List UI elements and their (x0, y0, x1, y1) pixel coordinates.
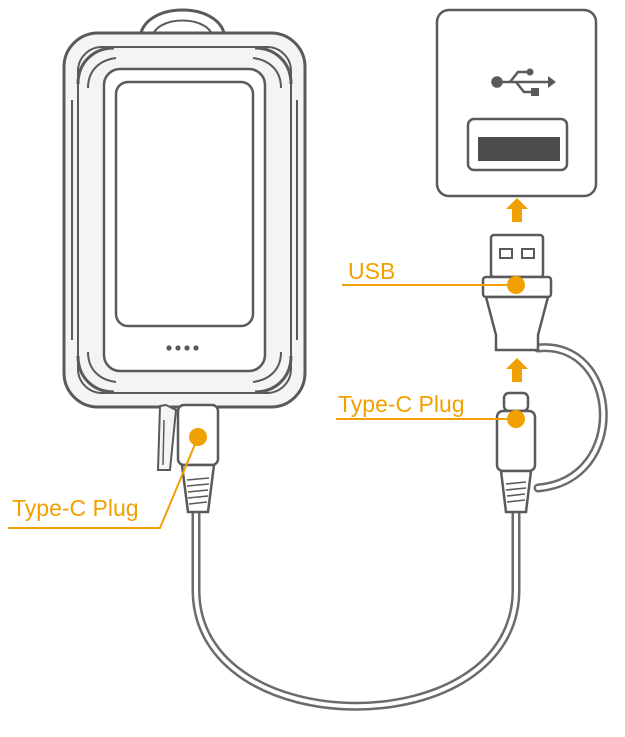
callout-usb: USB (342, 258, 525, 294)
callout-type-c-plug-device: Type-C Plug (8, 428, 207, 529)
cable-main-core (194, 510, 518, 709)
type-c-plug-device (176, 403, 220, 514)
plug-strain-relief (180, 463, 216, 514)
adapter-body (484, 295, 550, 352)
usb-a-connector (489, 233, 545, 279)
indicator-led (184, 345, 190, 351)
type-c-tip (502, 391, 530, 413)
port-flap (156, 403, 178, 471)
battery-indicator-leds (166, 345, 199, 351)
bumper-corner-top-right-inner (252, 57, 282, 89)
callout-leader-line (8, 436, 199, 529)
lanyard-loop (138, 8, 227, 41)
bumper-corner-bottom-left (76, 355, 115, 394)
bumper-corner-top-left (76, 46, 115, 85)
indicator-led (193, 345, 199, 351)
usb-port-slot (478, 137, 560, 161)
arrow-up-icon (506, 358, 528, 382)
strain-relief-ridges (186, 477, 210, 505)
usb-icon (491, 68, 556, 96)
usb-a-contact (521, 248, 535, 259)
power-bank-device (62, 8, 307, 471)
bumper-corner-top-left-inner (87, 57, 117, 89)
bumper-corner-bottom-left-inner (87, 351, 117, 383)
bumper-corner-bottom-right (254, 355, 293, 394)
cable-branch (533, 343, 608, 493)
cable-branch-core (536, 345, 606, 490)
arrow-up-icon (506, 198, 528, 222)
bumper-corner-bottom-right-inner (252, 351, 282, 383)
callout-type-c-plug-adapter: Type-C Plug (336, 391, 525, 428)
port-flap-detail (162, 419, 165, 466)
plug-strain-relief (499, 469, 533, 514)
callout-label-type-c-plug-adapter: Type-C Plug (338, 391, 465, 417)
usb-a-contact (499, 248, 513, 259)
indicator-led (166, 345, 172, 351)
dot-icon (189, 428, 207, 446)
callout-label-type-c-plug-device: Type-C Plug (12, 495, 139, 521)
dot-icon (507, 410, 525, 428)
cable (191, 343, 608, 711)
bumper-corner-top-right (254, 46, 293, 85)
type-c-plug-adapter (495, 391, 537, 514)
usb-power-source (435, 8, 598, 198)
strain-relief-ridges (505, 481, 527, 503)
device-screen (114, 80, 255, 328)
device-inner-frame (77, 46, 292, 394)
dot-icon (507, 276, 525, 294)
indicator-led (175, 345, 181, 351)
callout-label-usb: USB (348, 258, 395, 284)
